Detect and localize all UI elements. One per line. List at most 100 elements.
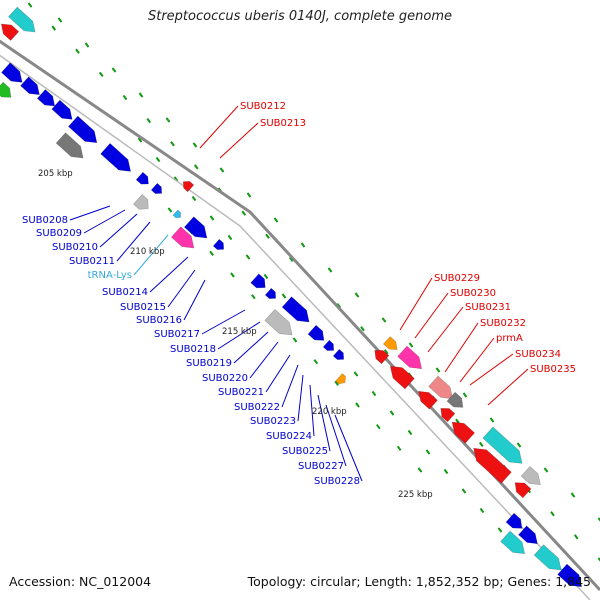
feature-blue-s-shape [557,563,583,588]
map-title: Streptococcus uberis 0140J, complete gen… [147,9,453,24]
feature-red-e-shape [440,408,456,423]
tick-mark [75,48,80,54]
tick-mark [227,234,233,241]
feature-trna [172,209,181,219]
leader-SUB0214 [149,256,189,293]
feature-blue-e [68,115,98,144]
feature-blue-k-shape [250,273,266,289]
feature-blue-a [1,62,23,83]
tick-mark [273,217,279,223]
gene-label-SUB0235: SUB0235 [530,364,576,375]
gene-label-SUB0217: SUB0217 [154,329,200,340]
feature-track [0,6,583,588]
gene-label-SUB0214: SUB0214 [102,287,148,298]
tick-mark [489,417,495,423]
feature-green-shape [0,81,12,98]
gene-label-SUB0223: SUB0223 [250,416,296,427]
feature-red-b-shape [374,350,390,365]
leader-SUB0210 [99,213,138,248]
gene-label-SUB0231: SUB0231 [465,302,511,313]
feature-blue-m [281,296,310,323]
gene-label-SUB0219: SUB0219 [186,358,232,369]
feature-blue-b-shape [20,76,40,96]
feature-blue-s [557,563,583,588]
feature-gray-e-shape [520,466,541,486]
feature-red-h-shape [514,482,532,499]
feature-pink-a-shape [170,226,195,249]
tick-mark [111,67,117,73]
gene-label-SUB0218: SUB0218 [170,344,216,355]
leader-SUB0219 [233,331,269,364]
feature-green [0,81,12,98]
feature-blue-h [150,182,163,194]
feature-red-g-shape [473,447,512,484]
accession-text: Accession: NC_012004 [9,574,152,589]
leader-tRNA-Lys [133,234,169,276]
leader-SUB0212 [199,105,239,149]
label-leader-lines [69,105,529,482]
tick-mark [281,293,287,299]
feature-cyan-c-shape [500,530,526,555]
gene-label-SUB0211: SUB0211 [69,256,115,267]
backbone-inner-line [0,54,591,600]
feature-orange-a [335,373,346,385]
tick-mark [479,507,485,514]
leader-SUB0209 [83,209,126,234]
feature-cyan-b-shape [482,426,523,464]
tick-mark [246,192,252,198]
tick-mark [389,410,395,416]
tick-mark [478,441,484,447]
feature-blue-j-shape [212,238,225,250]
feature-cyan-c [500,530,526,555]
tick-mark [98,71,104,77]
tick-mark [165,117,171,123]
tick-mark [300,242,306,248]
tick-mark [516,442,522,448]
feature-cyan-top-shape [8,6,36,33]
feature-blue-j [212,238,225,250]
leader-SUB0227 [325,404,347,467]
leader-SUB0218 [217,321,261,350]
feature-red-g [473,447,512,484]
feature-red-f [451,421,476,444]
tick-mark [462,392,468,398]
feature-blue-q [505,512,523,529]
feature-red-a-shape [182,181,195,193]
leader-SUB0230 [414,292,449,339]
tick-mark [27,2,33,8]
feature-gray-d-shape [446,391,464,408]
tick-mark [417,467,423,473]
tick-mark [263,273,269,280]
feature-orange-a-shape [335,373,346,385]
gene-label-SUB0213: SUB0213 [260,118,306,129]
feature-salmon [428,375,454,400]
feature-red-f-shape [451,421,476,444]
tick-mark [497,527,503,533]
feature-red-c-shape [389,365,415,390]
tick-mark [51,25,57,31]
leader-SUB0232 [444,322,479,373]
feature-red-c [389,365,415,390]
leader-SUB0222 [281,364,299,408]
tick-mark [597,557,600,562]
tick-mark [138,92,144,98]
tick-mark [313,359,319,365]
ruler-label-r220: 220 kbp [312,407,347,417]
gene-label-SUB0225: SUB0225 [282,446,328,457]
feature-blue-g [135,171,149,185]
feature-blue-o-shape [322,339,335,351]
genome-summary-text: Topology: circular; Length: 1,852,352 bp… [247,574,591,589]
feature-blue-q-shape [505,512,523,529]
tick-mark [371,390,377,397]
tick-mark [408,342,414,348]
tick-mark [245,254,251,260]
feature-gray-c-shape [264,308,293,336]
feature-pink-a [170,226,195,249]
leader-SUB0225 [317,394,331,452]
tick-mark [137,137,143,143]
feature-blue-p [332,348,345,360]
gene-label-prmA: prmA [496,333,523,344]
feature-blue-i-shape [183,216,208,239]
feature-cyan-b [482,426,523,464]
